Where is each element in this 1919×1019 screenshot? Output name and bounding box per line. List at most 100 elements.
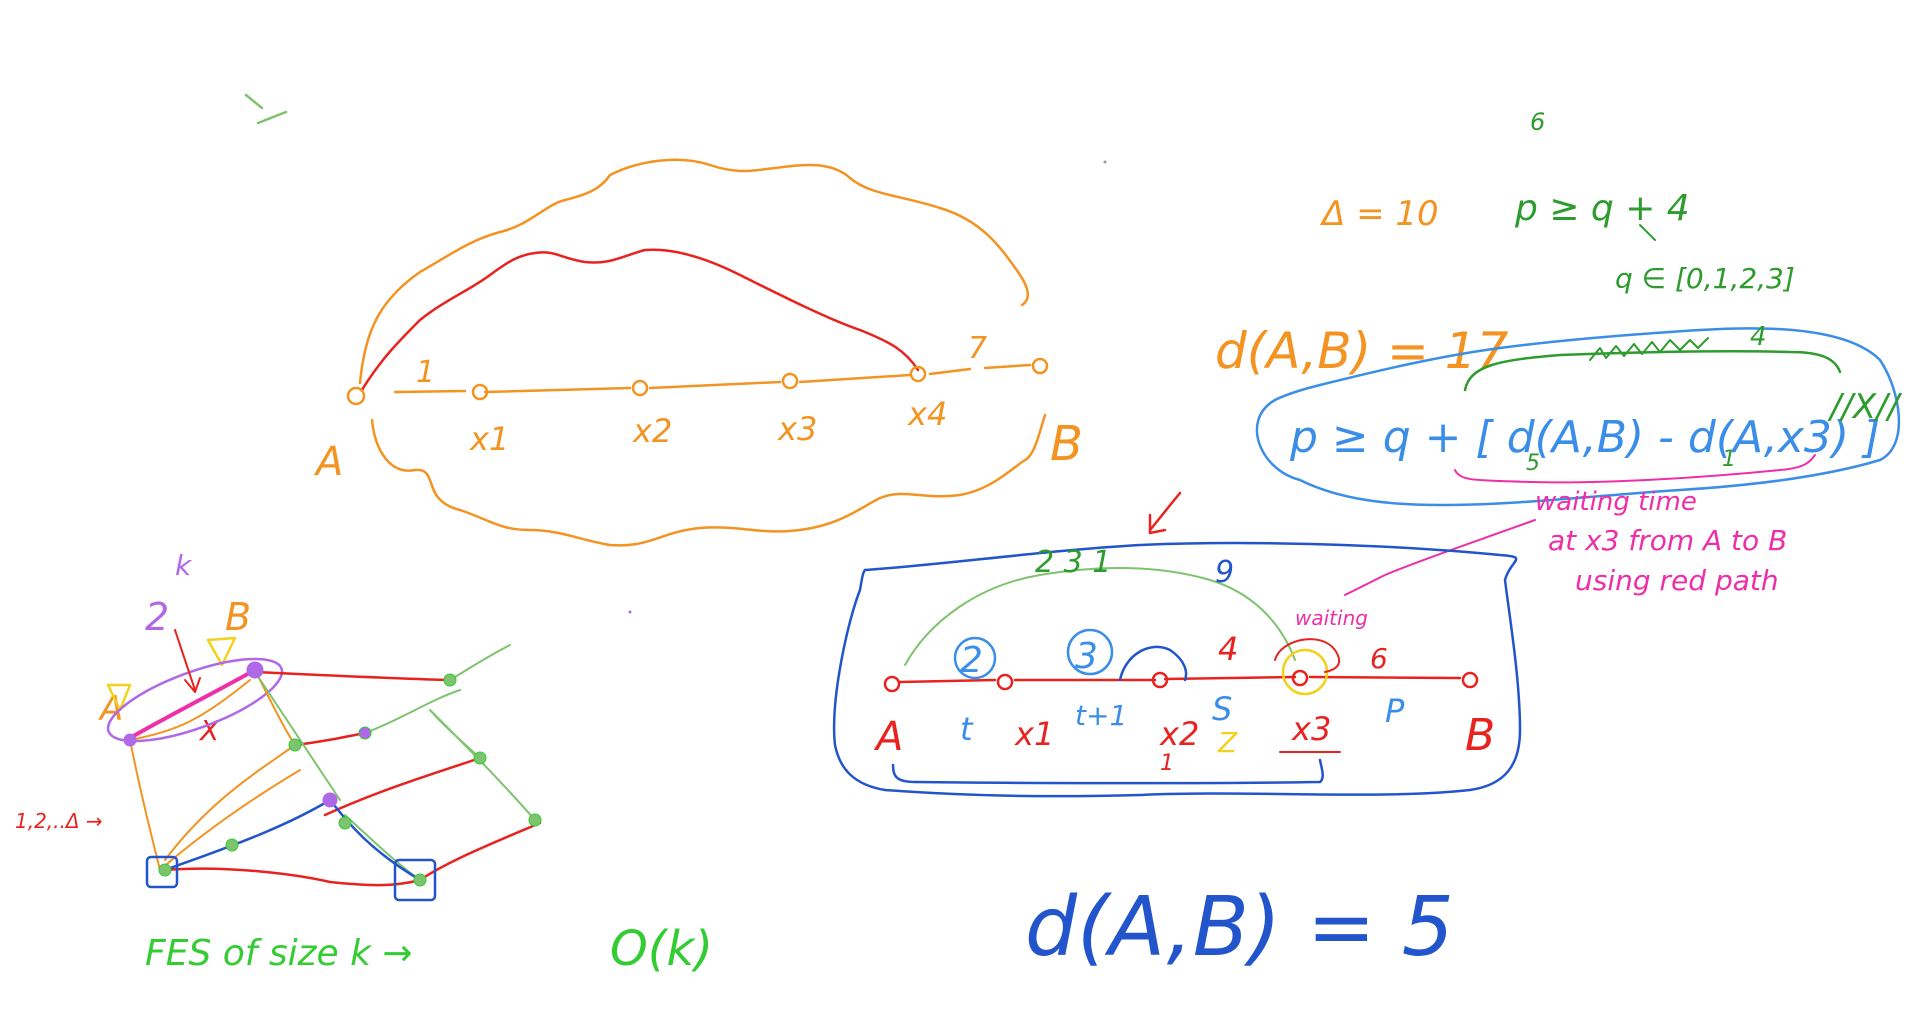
ok-caption: O(k) [610, 921, 713, 977]
waiting-loop [1274, 638, 1341, 673]
label-a: A [313, 439, 343, 485]
node-x2 [631, 379, 649, 397]
mid-label-one: 1 [1160, 751, 1174, 776]
mid-label-t1: t+1 [1075, 699, 1127, 732]
waiting-at-label: at x3 from A to B [1548, 524, 1787, 557]
mid-label-b: B [1465, 710, 1495, 761]
middle-boxed-diagram: 2 3 1 9 waiting 2 3 4 6 A t x1 t+1 x2 S … [832, 491, 1522, 975]
label-k: k [175, 549, 193, 582]
mid-node-x3 [1291, 669, 1309, 687]
node-7 [322, 792, 338, 808]
edge-label-1: 1 [416, 355, 435, 390]
mid-label-z: Z [1217, 726, 1238, 759]
fes-box-1 [145, 855, 179, 889]
mid-node-x1 [996, 673, 1014, 691]
top-path-diagram: A B x1 x2 x3 x4 1 7 [313, 158, 1083, 547]
node-11 [158, 863, 172, 877]
label-2: 2 [145, 595, 169, 639]
blue-hump [1118, 645, 1188, 682]
mid-label-s: S [1212, 690, 1232, 728]
orange-edges [129, 669, 301, 871]
node-mid [288, 738, 302, 752]
mid-label-p: P [1385, 692, 1405, 730]
node-4 [358, 726, 372, 740]
mid-label-a: A [873, 714, 903, 760]
node-5 [443, 673, 457, 687]
stray-dot-2 [628, 610, 632, 614]
mid-node-b [1461, 671, 1479, 689]
arrow-to-q [1639, 224, 1656, 241]
red-rungs [163, 670, 542, 887]
inequality-enclosure [1255, 327, 1901, 507]
waiting-using-label: using red path [1575, 564, 1779, 597]
stray-dot-1 [1103, 160, 1107, 164]
label-b: B [1050, 416, 1083, 472]
edge-label-7: 7 [968, 331, 987, 366]
main-path-line [393, 363, 1032, 394]
over-bracket-4: 4 [1750, 322, 1767, 352]
left-nodes [123, 661, 542, 887]
red-pointer [174, 629, 201, 693]
node-a-left [123, 733, 137, 747]
red-path-line [898, 675, 1462, 684]
under-1: 1 [1722, 447, 1736, 472]
green-edges [254, 644, 536, 881]
red-arrow [1148, 491, 1182, 535]
node-a [346, 386, 366, 406]
magenta-under-bracket [1454, 454, 1816, 484]
equals-mark [244, 93, 288, 125]
edge-label-4: 4 [1218, 630, 1238, 668]
range-label: 1,2,..Δ → [15, 809, 103, 833]
node-b [1031, 357, 1049, 375]
waiting-label: waiting [1295, 606, 1368, 630]
inequality-text: p ≥ q + [ d(A,B) - d(A,x3) ] [1289, 412, 1880, 463]
mid-node-a [883, 675, 901, 693]
distance-ab-5: d(A,B) = 5 [1025, 880, 1454, 975]
node-9 [528, 813, 542, 827]
under-5: 5 [1526, 451, 1540, 476]
magenta-edge [128, 668, 257, 740]
green-arc [904, 567, 1296, 666]
mid-label-t: t [960, 710, 974, 748]
left-graph-diagram: k 2 B A X 1,2,..Δ → [15, 549, 713, 977]
label-x1: x1 [469, 420, 509, 458]
label-x4: x4 [907, 395, 947, 433]
node-6 [473, 751, 487, 765]
circled-3: 3 [1075, 636, 1098, 677]
blue-underline-bracket [891, 758, 1324, 785]
fes-box-2 [393, 858, 437, 902]
label-x2: x2 [632, 412, 672, 450]
yellow-triangle-a [106, 683, 132, 712]
waiting-pointer-line [1344, 519, 1536, 596]
blue-box [832, 541, 1522, 798]
node-x3 [781, 372, 799, 390]
six-above-p: 6 [1530, 108, 1545, 136]
q-in-set: q ∈ [0,1,2,3] [1615, 262, 1795, 295]
orange-lower-arc [370, 413, 1047, 547]
node-8 [338, 816, 352, 830]
circle-3 [1066, 628, 1114, 676]
fes-caption: FES of size k → [145, 933, 413, 974]
formulas-block: Δ = 10 6 p ≥ q + 4 q ∈ [0,1,2,3] d(A,B) … [1215, 108, 1903, 597]
orange-upper-arc [358, 158, 1029, 385]
mid-label-x2: x2 [1159, 715, 1199, 753]
node-10 [225, 838, 239, 852]
label-x-left: X [198, 714, 220, 747]
top-label: 2 3 1 [1035, 545, 1111, 580]
purple-ellipse [106, 657, 284, 743]
edge-label-9: 9 [1215, 555, 1234, 590]
label-x3: x3 [777, 410, 817, 448]
node-x1 [471, 383, 489, 401]
distance-ab-17: d(A,B) = 17 [1215, 322, 1509, 380]
node-b-left [246, 661, 264, 679]
mid-node-x2 [1151, 671, 1169, 689]
delta-equation: Δ = 10 [1319, 194, 1439, 234]
red-arc [360, 248, 920, 392]
yellow-triangle-b [206, 636, 237, 667]
mid-label-x3: x3 [1291, 710, 1331, 748]
edge-label-6: 6 [1370, 642, 1388, 675]
p-ge-q-plus-4: p ≥ q + 4 [1514, 188, 1690, 229]
blue-edges [163, 798, 422, 882]
green-scribble [1589, 337, 1709, 361]
